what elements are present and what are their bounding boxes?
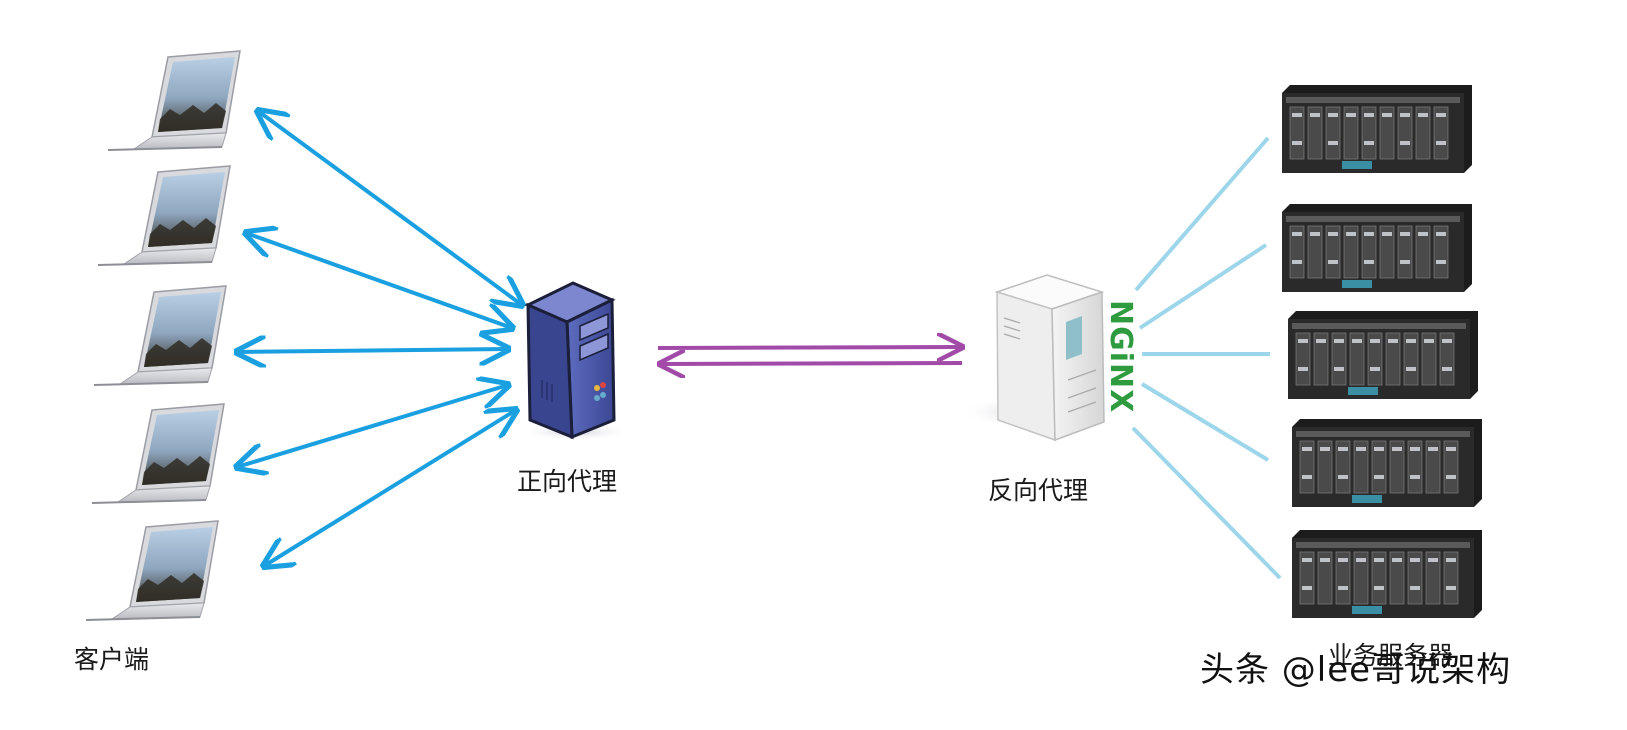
proxy-link-right-arrow (657, 347, 962, 348)
clients-label: 客户端 (74, 645, 150, 674)
backend-links (1131, 136, 1282, 580)
client-arrow-2 (246, 233, 512, 328)
nginx-logo: NGiNX (1103, 300, 1138, 413)
backend-server-1 (1281, 84, 1473, 174)
forward-proxy-label: 正向代理 (517, 467, 618, 496)
backend-server-3 (1287, 310, 1479, 400)
backend-server-5 (1291, 529, 1483, 619)
reverse-proxy-label: 反向代理 (988, 476, 1089, 505)
forward-proxy-server-icon (520, 281, 630, 441)
client-laptop-3 (93, 285, 227, 386)
client-laptop-2 (97, 165, 231, 266)
backend-server-2 (1281, 203, 1473, 293)
client-laptop-1 (107, 50, 241, 151)
backend-link-4 (1140, 382, 1270, 462)
servers-label: 业务服务器 (1328, 641, 1454, 670)
client-laptop-5 (85, 520, 219, 621)
client-laptop-4 (91, 403, 225, 504)
watermark: 头条 @lee哥说架构 (1200, 650, 1512, 690)
reverse-proxy-server-icon (960, 274, 1105, 442)
backend-server-4 (1291, 418, 1483, 508)
backend-link-5 (1131, 426, 1282, 580)
proxy-link-left-arrow (660, 363, 963, 364)
client-arrow-5 (264, 410, 516, 566)
client-arrow-1 (258, 111, 522, 305)
client-arrow-3 (237, 349, 508, 352)
backend-link-1 (1134, 136, 1270, 292)
client-arrow-4 (237, 385, 508, 467)
backend-link-2 (1138, 243, 1268, 330)
client-arrows (237, 111, 522, 566)
proxy-link (658, 347, 962, 364)
